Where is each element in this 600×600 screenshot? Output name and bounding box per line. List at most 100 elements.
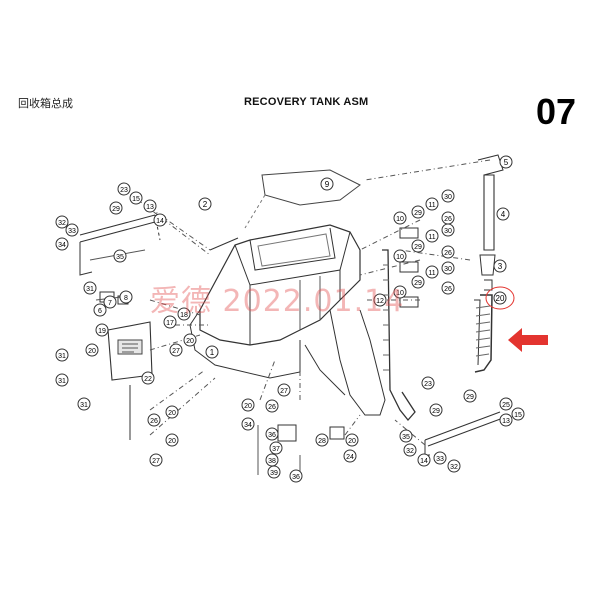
svg-text:13: 13	[146, 204, 154, 211]
callout-35b: 35	[399, 429, 413, 443]
callout-25a: 23	[117, 182, 131, 196]
title-chinese: 回收箱总成	[18, 97, 73, 110]
callout-10c: 10	[393, 285, 407, 299]
svg-text:11: 11	[428, 202, 435, 209]
tank-cover	[244, 169, 361, 229]
callout-18: 18	[177, 307, 191, 321]
highlight-ring	[485, 286, 515, 310]
callout-29f: 29	[411, 275, 425, 289]
svg-text:10: 10	[396, 216, 404, 223]
svg-text:26: 26	[268, 404, 276, 411]
callout-20f: 20	[345, 433, 359, 447]
svg-text:26: 26	[444, 286, 452, 293]
title-english: RECOVERY TANK ASM	[244, 96, 369, 108]
left-bracket	[79, 214, 161, 276]
svg-text:31: 31	[86, 286, 94, 293]
svg-text:14: 14	[156, 218, 164, 225]
callout-31d: 31	[77, 397, 91, 411]
svg-text:28: 28	[318, 438, 326, 445]
svg-text:32: 32	[58, 220, 66, 227]
svg-text:35: 35	[402, 434, 410, 441]
callout-3: 3	[493, 259, 507, 273]
svg-text:31: 31	[58, 378, 66, 385]
svg-text:11: 11	[428, 270, 435, 277]
callout-1: 1	[205, 345, 219, 359]
callout-5: 5	[499, 155, 513, 169]
right-hose-assembly	[474, 154, 504, 373]
callout-26d: 26	[441, 245, 455, 259]
svg-text:36: 36	[292, 474, 300, 481]
callout-11a: 11	[425, 197, 439, 211]
callout-32a: 32	[55, 215, 69, 229]
svg-text:20: 20	[186, 338, 194, 345]
svg-text:19: 19	[98, 328, 106, 335]
svg-text:36: 36	[268, 432, 276, 439]
svg-text:39: 39	[270, 470, 278, 477]
callout-8: 8	[119, 290, 133, 304]
callout-19: 19	[95, 323, 109, 337]
svg-text:26: 26	[444, 250, 452, 257]
callout-26b: 26	[265, 399, 279, 413]
svg-text:29: 29	[466, 394, 474, 401]
drain-hose	[382, 249, 416, 422]
callout-36b: 36	[289, 469, 303, 483]
svg-text:30: 30	[444, 194, 452, 201]
callout-32b: 32	[403, 443, 417, 457]
callout-30b: 30	[441, 223, 455, 237]
svg-text:32: 32	[406, 448, 414, 455]
callout-20e: 20	[241, 398, 255, 412]
svg-text:30: 30	[444, 228, 452, 235]
svg-text:13: 13	[502, 418, 510, 425]
svg-text:29: 29	[414, 210, 422, 217]
callout-39: 39	[267, 465, 281, 479]
callout-11b: 11	[425, 229, 439, 243]
callout-2: 2	[198, 197, 212, 211]
svg-text:23: 23	[424, 381, 432, 388]
callout-15b: 15	[511, 407, 525, 421]
svg-text:33: 33	[68, 228, 76, 235]
svg-text:17: 17	[166, 320, 174, 327]
svg-text:22: 22	[144, 376, 152, 383]
svg-text:26: 26	[444, 216, 452, 223]
callout-38: 38	[265, 453, 279, 467]
callout-30c: 30	[441, 261, 455, 275]
callout-29e: 29	[411, 239, 425, 253]
callout-27b: 27	[149, 453, 163, 467]
svg-text:29: 29	[414, 280, 422, 287]
callout-23: 23	[421, 376, 435, 390]
svg-text:15: 15	[514, 412, 522, 419]
svg-text:35: 35	[116, 254, 124, 261]
svg-text:20: 20	[244, 403, 252, 410]
callout-6: 6	[93, 303, 107, 317]
control-plate	[107, 321, 153, 440]
callout-29d: 29	[411, 205, 425, 219]
callout-26c: 26	[441, 211, 455, 225]
svg-text:20: 20	[168, 438, 176, 445]
callout-27a: 27	[169, 343, 183, 357]
svg-text:7: 7	[108, 300, 112, 307]
callout-17: 17	[163, 315, 177, 329]
svg-text:5: 5	[504, 158, 509, 167]
callout-29b: 29	[429, 403, 443, 417]
svg-text:34: 34	[244, 422, 252, 429]
svg-text:27: 27	[172, 348, 180, 355]
svg-text:3: 3	[498, 262, 503, 271]
callout-34b: 34	[241, 417, 255, 431]
svg-text:27: 27	[280, 388, 288, 395]
svg-text:25: 25	[502, 402, 510, 409]
svg-text:38: 38	[268, 458, 276, 465]
svg-text:30: 30	[444, 266, 452, 273]
svg-text:23: 23	[120, 187, 128, 194]
callout-27c: 27	[277, 383, 291, 397]
callout-29a: 29	[109, 201, 123, 215]
callout-20d: 20	[165, 433, 179, 447]
callout-14a: 14	[153, 213, 167, 227]
callout-26e: 26	[441, 281, 455, 295]
callout-12: 12	[373, 293, 387, 307]
svg-text:10: 10	[396, 254, 404, 261]
svg-text:8: 8	[124, 295, 128, 302]
hose-clamps	[399, 227, 419, 308]
svg-text:34: 34	[58, 242, 66, 249]
callout-20b: 20	[85, 343, 99, 357]
